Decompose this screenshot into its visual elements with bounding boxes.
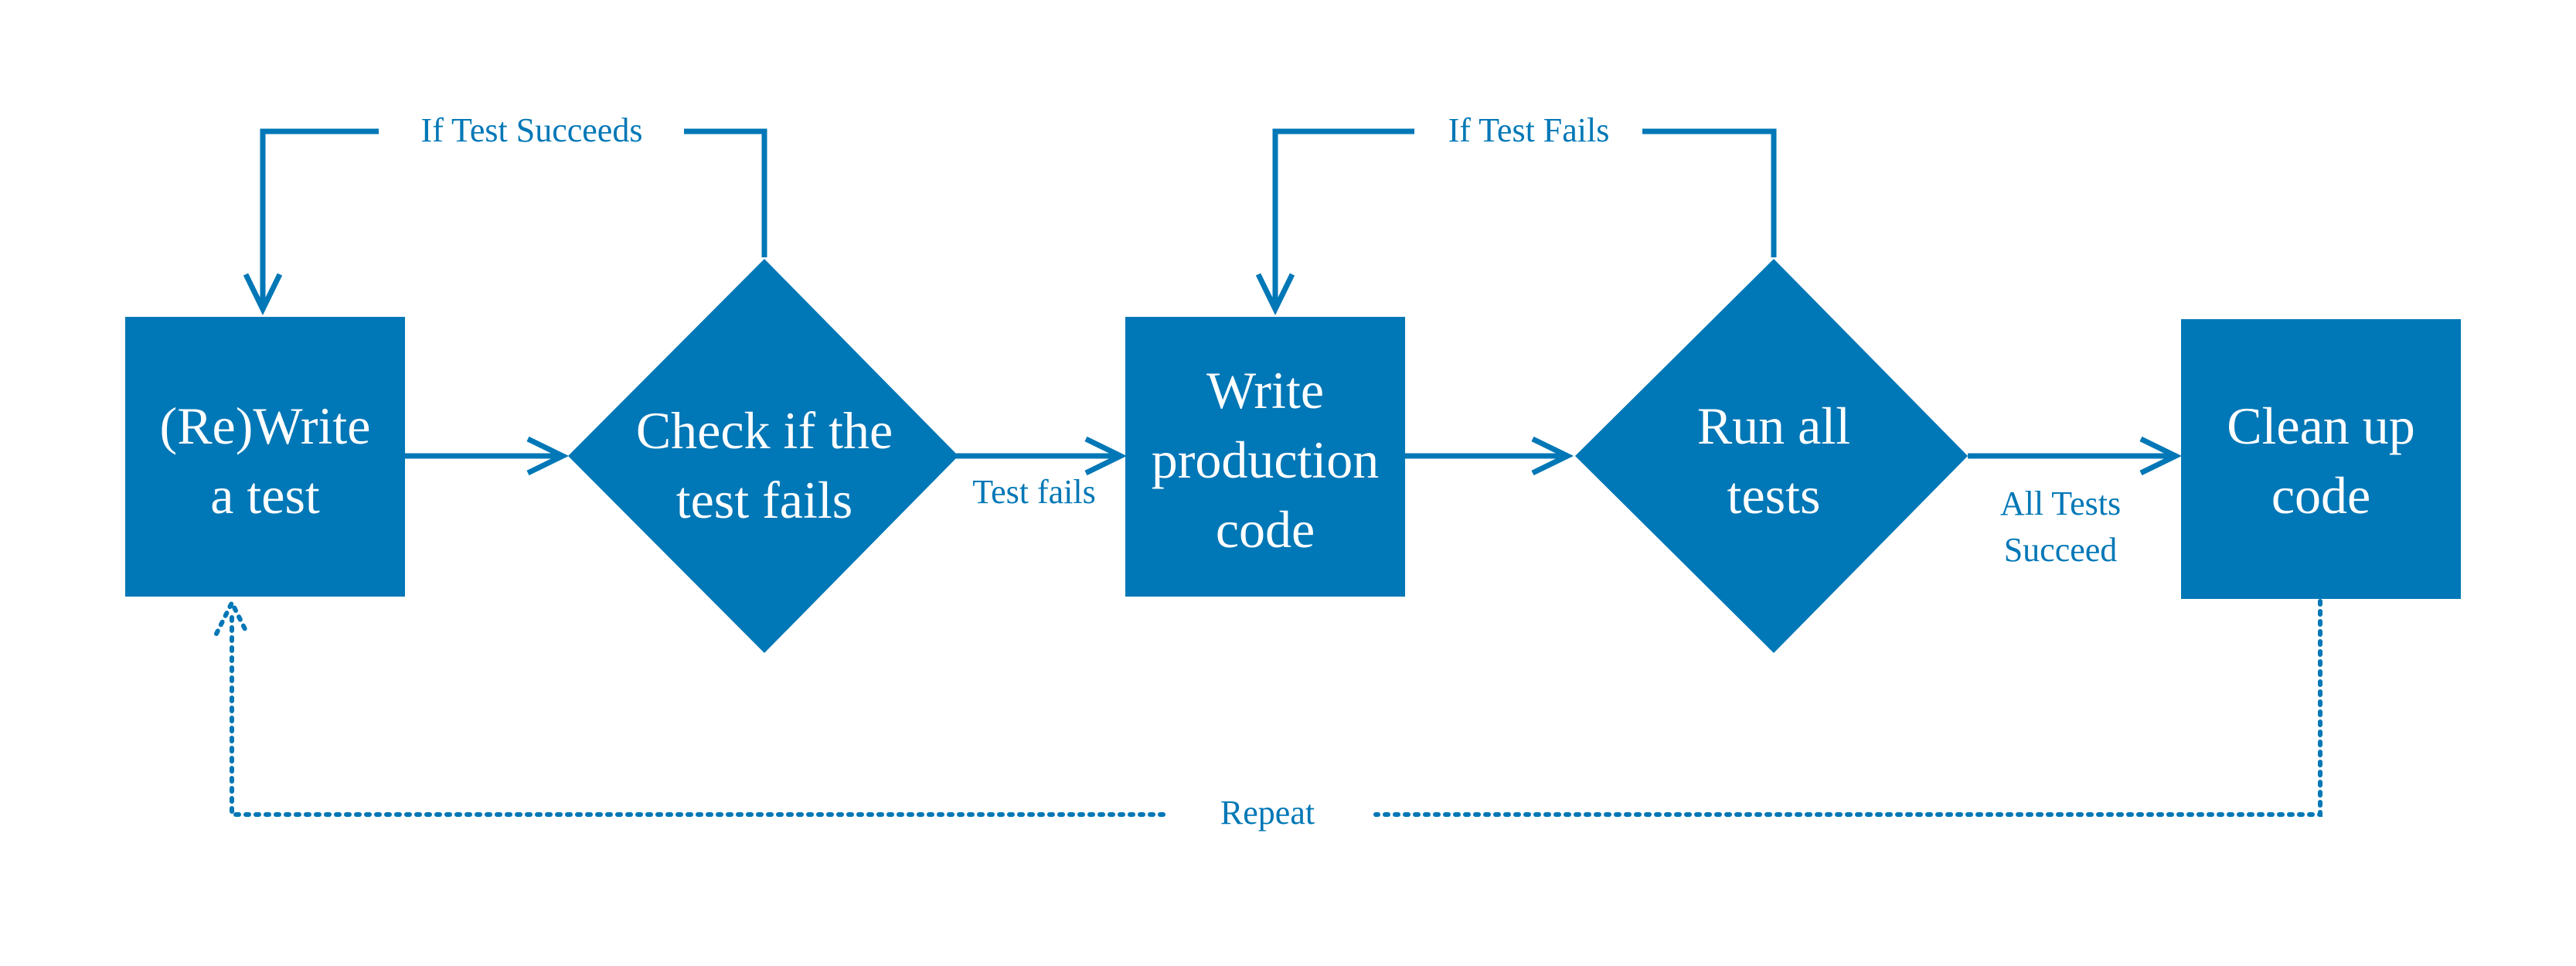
repeat-loop	[214, 597, 2322, 817]
node-clean-up: Clean up code	[2181, 319, 2461, 599]
node-write-code-line1: Write	[1206, 361, 1324, 420]
node-clean-up-line1: Clean up	[2227, 396, 2415, 455]
label-test-fails: Test fails	[972, 473, 1095, 511]
node-check-fails-diamond	[568, 259, 958, 653]
node-write-code-line3: code	[1216, 500, 1315, 559]
label-if-test-fails: If Test Fails	[1448, 111, 1610, 149]
loop-line-fails-left	[1272, 128, 1414, 308]
loop-line-succeeds-left	[260, 128, 379, 308]
label-repeat: Repeat	[1220, 794, 1315, 832]
arrowhead-into-write-code	[1255, 273, 1295, 315]
arrowhead-into-write	[1084, 436, 1127, 476]
node-run-tests-diamond	[1575, 259, 1968, 653]
node-check-fails-line1: Check if the	[636, 401, 893, 460]
node-write-code: Write production code	[1125, 317, 1405, 597]
repeat-line-right	[1373, 599, 2322, 817]
node-rewrite-test-box	[125, 317, 405, 597]
arrowhead-into-clean	[2139, 436, 2182, 476]
node-write-code-line2: production	[1152, 430, 1380, 489]
repeat-line-left	[230, 608, 1165, 817]
arrowhead-into-rewrite	[243, 273, 283, 315]
node-clean-up-box	[2181, 319, 2461, 599]
node-check-fails: Check if the test fails	[568, 259, 958, 653]
loop-if-test-succeeds	[243, 128, 767, 315]
node-clean-up-line2: code	[2271, 466, 2370, 525]
node-run-tests-line1: Run all	[1697, 396, 1850, 455]
node-rewrite-test: (Re)Write a test	[125, 317, 405, 597]
repeat-arrowhead	[214, 597, 250, 636]
loop-line-fails-right	[1642, 128, 1777, 257]
arrowhead-into-run	[1531, 436, 1574, 476]
node-check-fails-line2: test fails	[676, 471, 853, 529]
label-all-tests: All Tests	[2000, 485, 2121, 522]
flow-arrows	[405, 436, 2182, 476]
node-rewrite-test-line2: a test	[210, 466, 320, 525]
arrowhead-into-check	[526, 436, 569, 476]
label-if-test-succeeds: If Test Succeeds	[421, 111, 643, 149]
node-run-tests: Run all tests	[1575, 259, 1968, 653]
node-run-tests-line2: tests	[1727, 466, 1821, 525]
node-rewrite-test-line1: (Re)Write	[160, 396, 371, 455]
node-write-code-box	[1125, 317, 1405, 597]
loop-line-succeeds-right	[684, 128, 767, 257]
loop-if-test-fails	[1255, 128, 1777, 315]
label-succeed: Succeed	[2004, 531, 2118, 569]
